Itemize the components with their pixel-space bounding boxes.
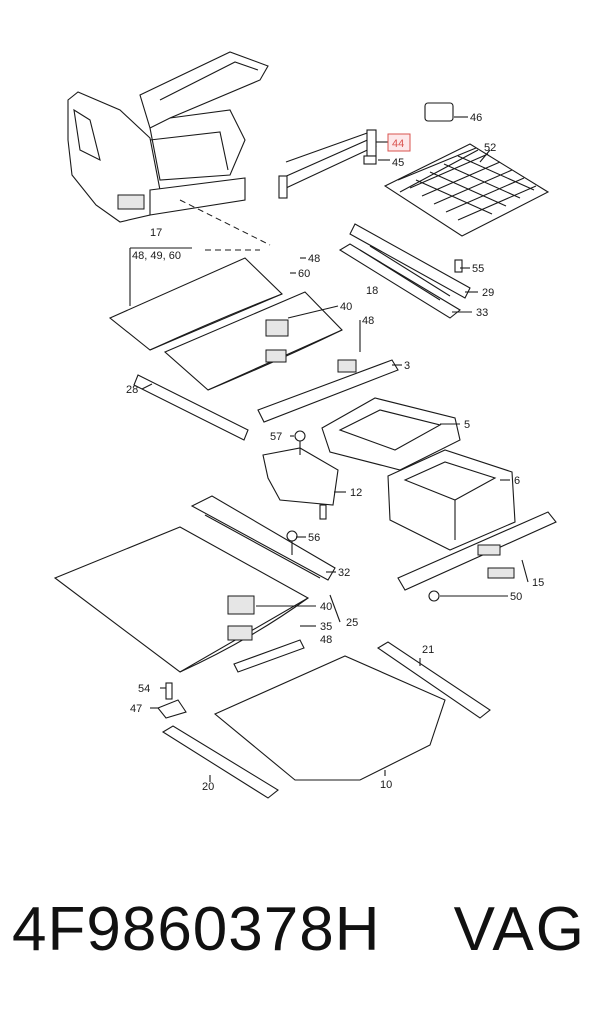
partition-net-assembly	[278, 102, 550, 237]
callout-6: 6	[514, 475, 520, 487]
callout-48: 48	[308, 253, 320, 265]
callout-25: 25	[346, 617, 358, 629]
vehicle-rear-illustration	[67, 51, 269, 223]
callout-18: 18	[366, 285, 378, 297]
callout-45: 45	[392, 157, 404, 169]
rail-20	[161, 725, 279, 799]
callout-12: 12	[350, 487, 362, 499]
floor-board-17	[108, 199, 283, 351]
callout-40-lower: 40	[320, 601, 332, 613]
callout-33: 33	[476, 307, 488, 319]
callout-labels: 46 44 45 52 17 48, 49, 60 48 60 55 29 33…	[126, 112, 544, 793]
trim-strips	[133, 359, 399, 441]
brand-name: VAG	[453, 895, 586, 964]
callout-48-upper: 48	[362, 315, 374, 327]
callout-60: 60	[298, 268, 310, 280]
callout-32: 32	[338, 567, 350, 579]
callout-35: 35	[320, 621, 332, 633]
rails-29-33	[338, 223, 471, 319]
part-number: 4F9860378H	[12, 895, 381, 964]
callout-47: 47	[130, 703, 142, 715]
callout-50: 50	[510, 591, 522, 603]
rail-21	[376, 641, 491, 719]
callout-28: 28	[126, 384, 138, 396]
spare-wheel-well-5	[321, 397, 461, 471]
callout-15: 15	[532, 577, 544, 589]
callout-48-lower: 48	[320, 634, 332, 646]
callout-56: 56	[308, 532, 320, 544]
callout-29: 29	[482, 287, 494, 299]
callout-44-highlighted: 44	[392, 138, 404, 150]
callout-5: 5	[464, 419, 470, 431]
cover-strip-15	[397, 511, 557, 602]
callout-17: 17	[150, 227, 162, 239]
floor-mat-10	[213, 655, 446, 781]
callout-55: 55	[472, 263, 484, 275]
parts-exploded-diagram: 46 44 45 52 17 48, 49, 60 48 60 55 29 33…	[53, 51, 557, 799]
callout-21: 21	[422, 644, 434, 656]
leader-lines	[129, 116, 529, 782]
callout-57: 57	[270, 431, 282, 443]
callout-46: 46	[470, 112, 482, 124]
callout-52: 52	[484, 142, 496, 154]
screw-54-bracket-47	[157, 682, 187, 719]
foam-insert-6	[387, 449, 516, 551]
callout-20: 20	[202, 781, 214, 793]
storage-box-12	[262, 430, 339, 520]
callout-48-49-60: 48, 49, 60	[132, 250, 181, 262]
cargo-net-52	[383, 143, 550, 237]
highlight-box	[387, 133, 411, 152]
callout-3: 3	[404, 360, 410, 372]
footer-caption: 4F9860378H VAG	[0, 880, 600, 980]
rail-32	[190, 495, 336, 581]
callout-40-upper: 40	[340, 301, 352, 313]
callout-54: 54	[138, 683, 150, 695]
floor-panel-25	[53, 526, 310, 673]
callout-10: 10	[380, 779, 392, 791]
strap-35	[233, 639, 305, 673]
floor-board-18	[163, 291, 343, 391]
